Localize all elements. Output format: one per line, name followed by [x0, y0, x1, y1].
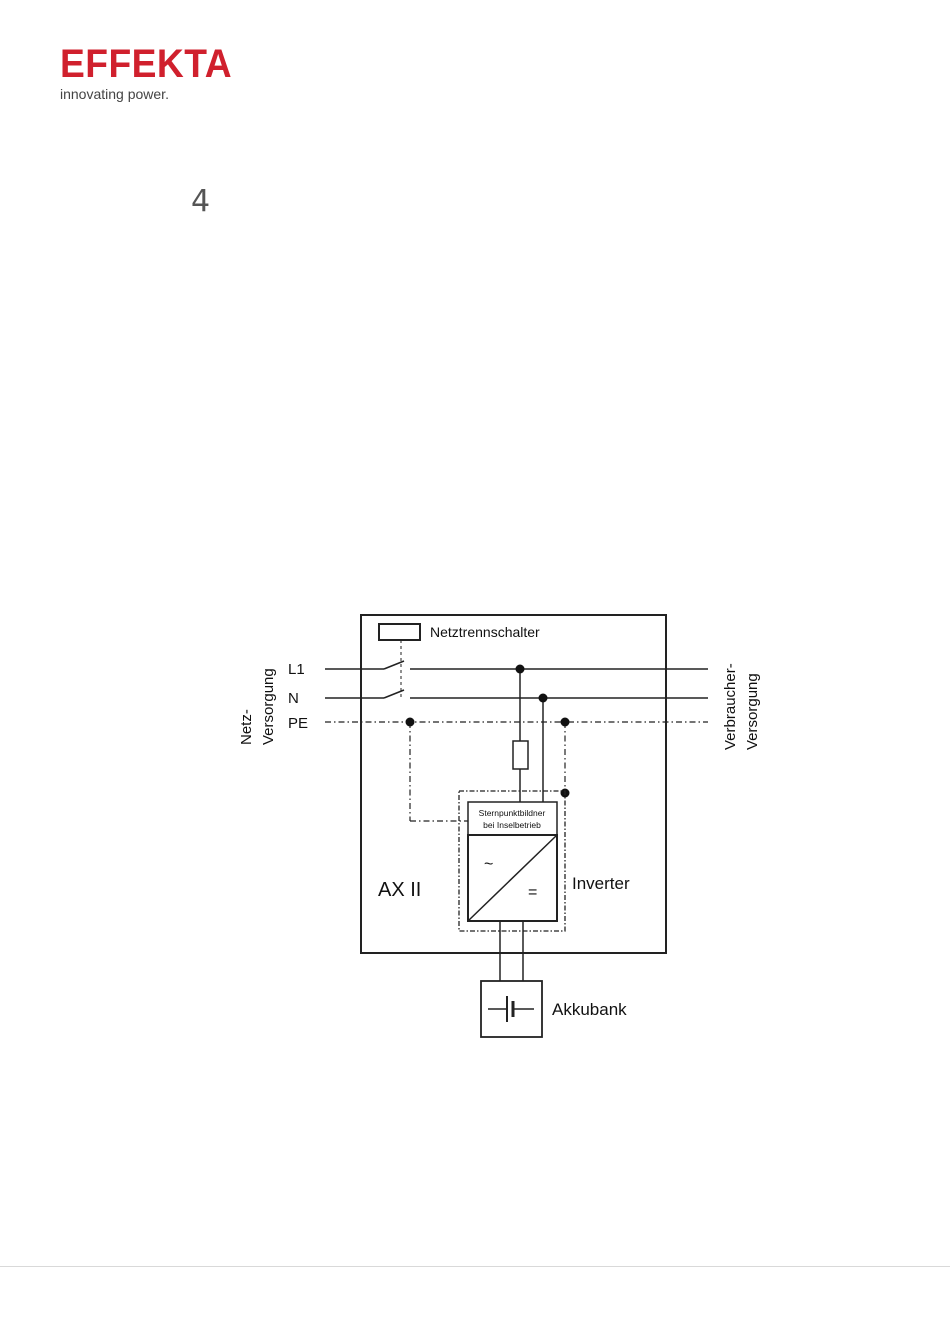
line-l1-label: L1 [288, 661, 305, 678]
line-n-label: N [288, 690, 299, 707]
neutral-former-line-1: Sternpunktbildner [479, 808, 546, 818]
brand-name: EFFEKTA [60, 44, 246, 84]
ac-symbol: ~ [484, 856, 493, 873]
device-label: AX II [378, 879, 421, 901]
consumer-supply-label-1: Verbraucher- [722, 663, 739, 750]
switch-label: Netztrennschalter [430, 624, 540, 640]
grid-supply-label-1: Netz- [238, 709, 255, 745]
neutral-former-line-2: bei Inselbetrieb [483, 820, 541, 830]
switch-symbol [379, 624, 420, 640]
battery-label: Akkubank [552, 1000, 627, 1019]
neutral-former-box [468, 802, 557, 835]
page-number: 4 [191, 184, 210, 219]
dc-symbol: = [528, 884, 537, 901]
grid-supply-label-2: Versorgung [260, 668, 277, 745]
line-pe-label: PE [288, 715, 308, 732]
n-conductor [325, 690, 708, 698]
junction-pe-left [406, 718, 415, 727]
junction-l1 [516, 665, 525, 674]
inverter-label: Inverter [572, 874, 630, 893]
wiring-diagram: Netztrennschalter Netz- Versorgung Verbr… [230, 605, 770, 1045]
brand-tagline: innovating power. [60, 86, 260, 102]
junction-pe-right [561, 718, 570, 727]
brand-logo: EFFEKTA innovating power. [60, 44, 260, 102]
junction-n [539, 694, 548, 703]
footer-divider [0, 1266, 950, 1267]
consumer-supply-label-2: Versorgung [744, 673, 761, 750]
fuse-symbol [513, 741, 528, 769]
